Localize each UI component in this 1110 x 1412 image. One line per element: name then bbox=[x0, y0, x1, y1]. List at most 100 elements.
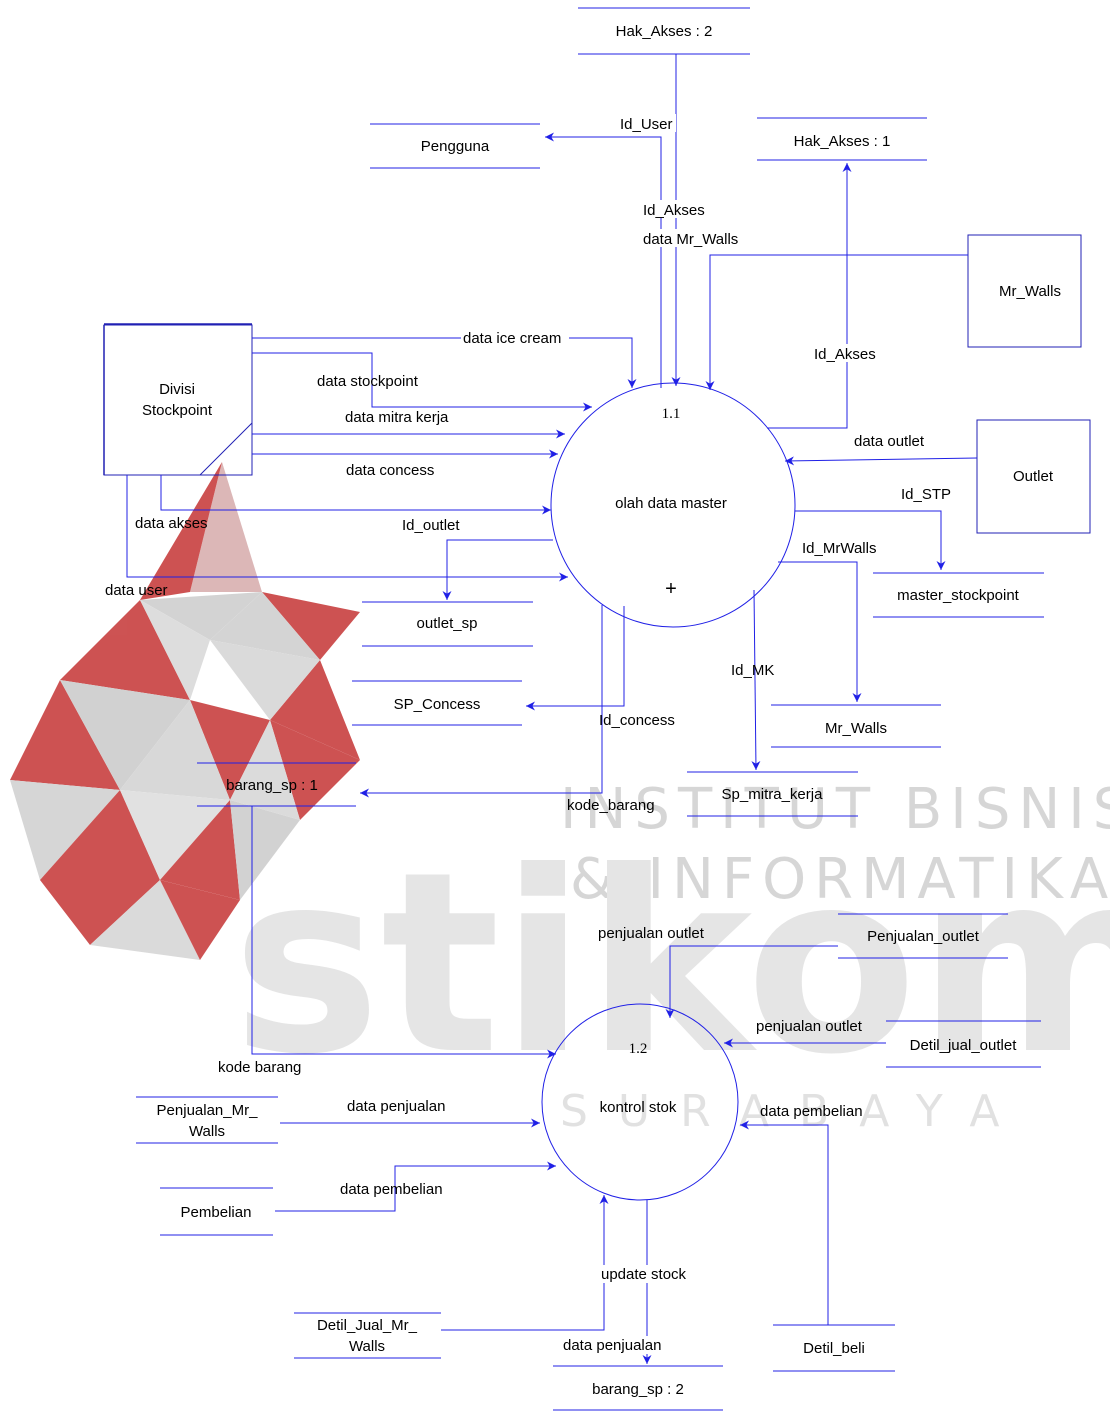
flow-label-data-penjualan-2: data penjualan bbox=[563, 1337, 661, 1354]
store-outlet-sp[interactable]: outlet_sp bbox=[362, 601, 533, 647]
flow-label-id-concess: Id_concess bbox=[599, 712, 675, 729]
flow-label-data-penjualan-1: data penjualan bbox=[347, 1098, 445, 1115]
flow-id-stp[interactable] bbox=[795, 510, 946, 570]
flow-id-user[interactable] bbox=[545, 132, 662, 388]
store-hak-akses-2-label: Hak_Akses : 2 bbox=[616, 23, 713, 40]
store-pembelian[interactable]: Pembelian bbox=[160, 1187, 273, 1236]
flow-label-data-outlet: data outlet bbox=[854, 433, 925, 450]
store-detil-beli-label: Detil_beli bbox=[803, 1340, 865, 1357]
flow-data-penjualan-2[interactable] bbox=[441, 1195, 609, 1331]
store-penjualan-outlet-label: Penjualan_outlet bbox=[867, 928, 980, 945]
store-detil-beli[interactable]: Detil_beli bbox=[773, 1324, 895, 1372]
store-barang-sp-2-label: barang_sp : 2 bbox=[592, 1381, 684, 1398]
watermark-line2: & INFORMATIKA bbox=[570, 847, 1110, 912]
entity-divisi-box bbox=[103, 324, 253, 476]
flow-label-id-stp: Id_STP bbox=[901, 486, 951, 503]
store-sp-concess-label: SP_Concess bbox=[394, 696, 481, 713]
store-outlet-sp-label: outlet_sp bbox=[417, 615, 478, 632]
label-bg bbox=[642, 229, 750, 247]
store-master-stockpoint[interactable]: master_stockpoint bbox=[873, 572, 1044, 618]
entity-divisi-duplicate-mark bbox=[199, 422, 253, 476]
flow-label-data-concess: data concess bbox=[346, 462, 434, 479]
flow-label-penjualan-outlet-2: penjualan outlet bbox=[756, 1018, 863, 1035]
store-hak-akses-2[interactable]: Hak_Akses : 2 bbox=[578, 7, 750, 55]
process-1-2[interactable]: 1.2 kontrol stok bbox=[541, 1003, 739, 1201]
store-penjualan-outlet[interactable]: Penjualan_outlet bbox=[838, 913, 1008, 959]
store-barang-sp-2[interactable]: barang_sp : 2 bbox=[553, 1365, 723, 1411]
flow-data-stockpoint[interactable] bbox=[252, 352, 592, 412]
store-sp-concess[interactable]: SP_Concess bbox=[352, 680, 522, 726]
entity-outlet-box bbox=[976, 419, 1091, 534]
store-detil-jual-outlet-label: Detil_jual_outlet bbox=[910, 1037, 1018, 1054]
flow-label-penjualan-outlet-1: penjualan outlet bbox=[598, 925, 705, 942]
flow-label-update-stock: update stock bbox=[601, 1266, 687, 1283]
flow-label-id-akses-right: Id_Akses bbox=[814, 346, 876, 363]
entity-divisi-label-2: Stockpoint bbox=[142, 402, 213, 419]
flow-label-data-mitra-kerja: data mitra kerja bbox=[345, 409, 449, 426]
store-pembelian-label: Pembelian bbox=[181, 1204, 252, 1221]
process-1-1-expand-marker: + bbox=[665, 578, 677, 600]
entity-outlet-label: Outlet bbox=[1013, 468, 1054, 485]
flow-label-data-ice-cream: data ice cream bbox=[463, 330, 561, 347]
store-penjualan-mr-walls[interactable]: Penjualan_Mr_ Walls bbox=[136, 1096, 278, 1144]
flow-label-id-user: Id_User bbox=[620, 116, 673, 133]
flow-label-data-mr-walls: data Mr_Walls bbox=[643, 231, 738, 248]
label-bg bbox=[461, 329, 569, 347]
store-barang-sp-1[interactable]: barang_sp : 1 bbox=[197, 762, 356, 807]
flow-kode-barang-1[interactable] bbox=[360, 605, 603, 798]
store-sp-mitra-kerja[interactable]: Sp_mitra_kerja bbox=[687, 771, 858, 817]
flow-penjualan-outlet-1[interactable] bbox=[665, 945, 838, 1018]
store-master-stockpoint-label: master_stockpoint bbox=[897, 587, 1020, 604]
flow-data-mr-walls[interactable] bbox=[705, 254, 968, 390]
flow-id-mk[interactable] bbox=[751, 589, 761, 771]
store-pengguna[interactable]: Pengguna bbox=[370, 123, 540, 169]
flow-data-pembelian-1[interactable] bbox=[275, 1161, 556, 1212]
flow-kode-barang-2[interactable] bbox=[251, 806, 556, 1059]
flow-data-outlet[interactable] bbox=[784, 456, 978, 466]
flow-label-data-pembelian-1: data pembelian bbox=[340, 1181, 443, 1198]
store-mr-walls[interactable]: Mr_Walls bbox=[771, 704, 941, 748]
process-1-2-id: 1.2 bbox=[629, 1041, 648, 1057]
entity-mr-walls[interactable]: Mr_Walls bbox=[967, 234, 1082, 348]
process-1-1[interactable]: 1.1 olah data master + bbox=[550, 382, 796, 628]
flow-label-id-akses-top: Id_Akses bbox=[643, 202, 705, 219]
flow-label-data-akses: data akses bbox=[135, 515, 208, 532]
flow-label-kode-barang-1: kode_barang bbox=[567, 797, 655, 814]
flow-id-akses-right[interactable] bbox=[767, 163, 852, 429]
store-hak-akses-1-label: Hak_Akses : 1 bbox=[794, 133, 891, 150]
flow-id-outlet[interactable] bbox=[442, 539, 553, 600]
entity-outlet[interactable]: Outlet bbox=[976, 419, 1091, 534]
watermark-line1: INSTITUT BISNIS bbox=[560, 777, 1110, 842]
flow-id-mrwalls[interactable] bbox=[778, 561, 862, 702]
store-pengguna-label: Pengguna bbox=[421, 138, 490, 155]
process-1-2-name: kontrol stok bbox=[600, 1099, 677, 1116]
flow-data-akses[interactable] bbox=[160, 475, 551, 515]
entity-divisi-stockpoint[interactable]: Divisi Stockpoint bbox=[103, 323, 253, 476]
label-bg bbox=[642, 200, 712, 218]
store-sp-mitra-kerja-label: Sp_mitra_kerja bbox=[722, 786, 824, 803]
store-detil-jual-mr-walls-label-1: Detil_Jual_Mr_ bbox=[317, 1317, 418, 1334]
flow-label-id-mrwalls: Id_MrWalls bbox=[802, 540, 876, 557]
store-detil-jual-mr-walls[interactable]: Detil_Jual_Mr_ Walls bbox=[294, 1312, 441, 1359]
entity-mr-walls-box bbox=[967, 234, 1082, 348]
flow-label-kode-barang-2: kode barang bbox=[218, 1059, 301, 1076]
flow-label-data-pembelian-2: data pembelian bbox=[760, 1103, 863, 1120]
label-bg bbox=[618, 114, 676, 132]
process-1-2-circle bbox=[541, 1003, 739, 1201]
watermark-logo-word: stikom bbox=[232, 818, 1110, 1109]
store-hak-akses-1[interactable]: Hak_Akses : 1 bbox=[757, 117, 927, 161]
flow-data-user[interactable] bbox=[126, 475, 568, 582]
label-bg bbox=[600, 1265, 694, 1283]
flow-id-concess[interactable] bbox=[526, 606, 625, 711]
flow-data-pembelian-2[interactable] bbox=[740, 1120, 829, 1325]
flow-label-data-user: data user bbox=[105, 582, 168, 599]
entity-mr-walls-label: Mr_Walls bbox=[999, 283, 1061, 300]
label-bg bbox=[812, 344, 882, 362]
store-barang-sp-1-label: barang_sp : 1 bbox=[226, 777, 318, 794]
flow-data-ice-cream[interactable] bbox=[252, 337, 637, 388]
entity-divisi-label-1: Divisi bbox=[159, 381, 195, 398]
process-1-1-name: olah data master bbox=[615, 495, 727, 512]
watermark-city: SURABAYA bbox=[560, 1086, 1029, 1137]
store-detil-jual-outlet[interactable]: Detil_jual_outlet bbox=[886, 1020, 1041, 1068]
